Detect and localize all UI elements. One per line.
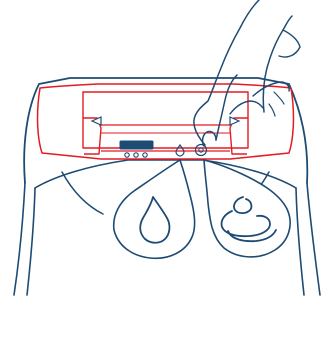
- left-arrow: [90, 116, 102, 126]
- panel-inner-red: [82, 91, 249, 149]
- water-drop-icon: [139, 196, 171, 244]
- cream-button-small[interactable]: [194, 143, 208, 157]
- machine-inner-outline: [34, 159, 297, 189]
- machine-left-leg: [13, 182, 36, 296]
- panel-left-bracket: [83, 117, 102, 155]
- water-callout-bubble: [112, 159, 196, 260]
- machine-front-edge-left: [61, 171, 104, 215]
- hand-outline: [193, 0, 293, 146]
- wrist-cuff: [278, 29, 301, 58]
- cream-callout: [203, 159, 291, 258]
- pointing-hand-icon: [193, 0, 301, 147]
- display-dot-2: [133, 152, 139, 158]
- direction-indicators: [90, 116, 241, 126]
- display-dot-1: [124, 152, 130, 158]
- display-screen: [119, 140, 154, 150]
- thumb: [252, 81, 290, 97]
- machine-outer-outline: [23, 77, 309, 184]
- index-finger: [215, 74, 238, 141]
- right-arrow: [229, 116, 241, 126]
- finger-tip: [201, 130, 217, 147]
- water-button-small[interactable]: [175, 143, 185, 157]
- machine-panel-highlight: [36, 83, 295, 160]
- knuckle-line: [229, 100, 264, 115]
- control-panel: [119, 140, 208, 158]
- panel-right-bracket: [229, 117, 248, 155]
- cream-callout-bubble: [203, 159, 291, 258]
- finger-crease: [268, 91, 285, 117]
- panel-outer-red: [36, 83, 295, 160]
- display-dot-3: [142, 152, 148, 158]
- machine-right-leg: [295, 182, 321, 296]
- machine-body: [13, 77, 321, 296]
- swirl-cream-icon: [220, 196, 277, 243]
- cream-button-center: [198, 147, 204, 153]
- water-callout: [112, 159, 196, 260]
